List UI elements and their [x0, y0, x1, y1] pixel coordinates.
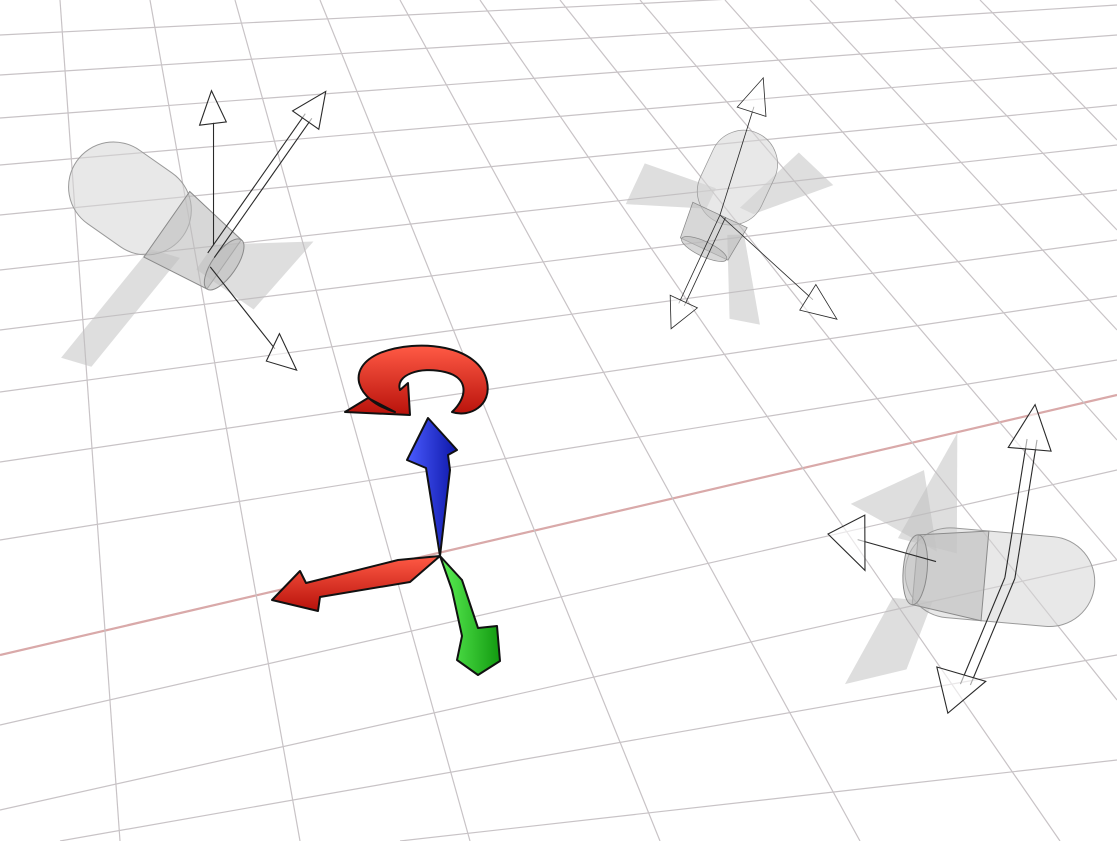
y-axis-arrow-icon[interactable] — [439, 555, 501, 676]
grid-line — [894, 0, 1117, 231]
grid-line — [0, 67, 1117, 166]
grid-line — [0, 359, 1117, 541]
ghost-rocket-bottom-right[interactable] — [813, 388, 1109, 725]
grid-line — [479, 0, 1061, 841]
grid-line — [979, 0, 1117, 141]
grid-axis-line — [0, 393, 1117, 657]
grid-line — [809, 0, 1117, 331]
x-axis-arrow-icon[interactable] — [271, 555, 441, 612]
grid-line — [59, 0, 121, 841]
wireframe-thruster-arrows — [827, 403, 1052, 715]
grid-line — [0, 189, 1117, 331]
grid-line — [0, 239, 1117, 393]
grid-line — [149, 0, 301, 841]
grid-line — [0, 4, 1117, 76]
grid-line — [234, 0, 471, 841]
grid-line — [399, 759, 1117, 841]
grid-line — [319, 0, 661, 841]
ghost-rocket-top-right[interactable] — [586, 48, 916, 391]
grid-line — [0, 0, 724, 36]
ghost-rocket-top-left[interactable] — [0, 0, 437, 472]
transform-gizmo[interactable] — [271, 344, 501, 676]
wireframe-thruster-arrows — [669, 76, 838, 330]
grid-line — [399, 0, 861, 841]
grid-line — [0, 295, 1117, 463]
grid-line — [639, 0, 1117, 561]
grid-line — [724, 0, 1117, 441]
z-axis-arrow-icon[interactable] — [406, 417, 458, 557]
rotate-arrow-icon[interactable] — [344, 344, 489, 416]
wireframe-thruster-arrows — [198, 89, 327, 371]
grid-line — [0, 34, 1117, 119]
